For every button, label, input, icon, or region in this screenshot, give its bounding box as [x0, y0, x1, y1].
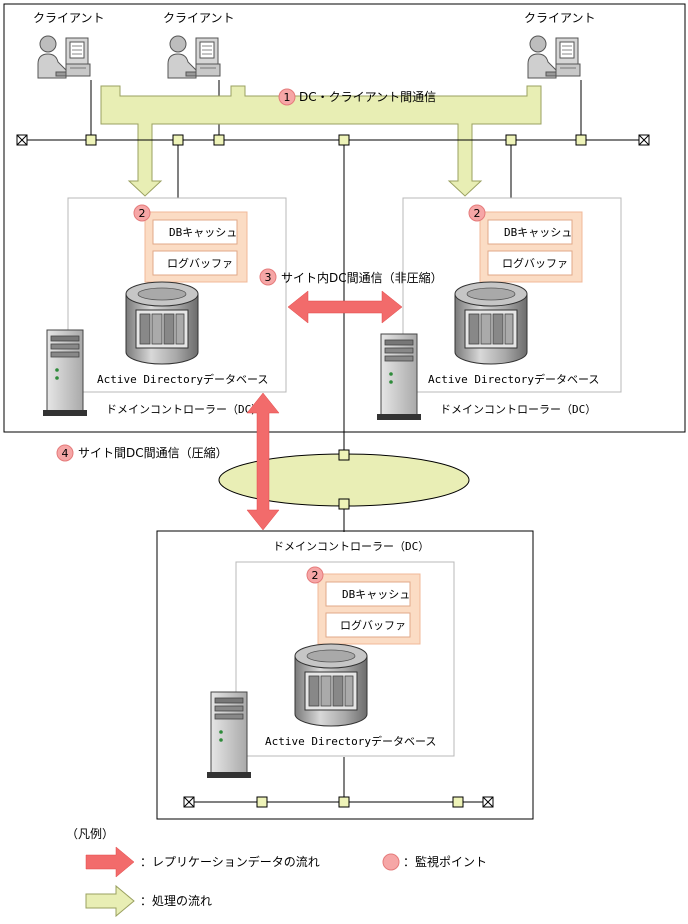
- log-buffer-label: ログバッファ: [340, 618, 406, 632]
- log-buffer-label: ログバッファ: [167, 256, 233, 270]
- client-workstation-icon: [167, 35, 221, 79]
- monitor-badge: [259, 268, 277, 286]
- db-cache-box: [152, 219, 238, 245]
- terminator-icon: [183, 796, 195, 808]
- svg-text:3: 3: [265, 271, 272, 284]
- lan-port: [172, 134, 184, 146]
- svg-text:2: 2: [312, 569, 319, 582]
- database-label: Active Directoryデータベース: [265, 734, 436, 748]
- controller-label: ドメインコントローラー（DC）: [273, 540, 429, 553]
- replication-arrow-legend-icon: [85, 846, 135, 878]
- flow-label-inter-site: サイト間DC間通信（圧縮）: [78, 445, 228, 460]
- client-1: クライアント: [33, 11, 105, 79]
- lan-port: [575, 134, 587, 146]
- server-icon: [42, 329, 88, 417]
- lan-port: [338, 498, 350, 510]
- client-workstation-icon: [37, 35, 91, 79]
- wan-cloud: [218, 453, 470, 507]
- legend-replication-label: ：レプリケーションデータの流れ: [140, 854, 320, 869]
- db-cache-box: [487, 219, 573, 245]
- replication-arrow-intra-site: [287, 290, 403, 324]
- log-buffer-box: [325, 612, 411, 638]
- legend-monitor-label: ：監視ポイント: [403, 854, 487, 869]
- replication-arrow-inter-site: [246, 392, 280, 531]
- client-label: クライアント: [524, 11, 596, 25]
- monitor-point-legend-icon: [382, 853, 400, 871]
- domain-controller-left: DBキャッシュ ログバッファ 2 Active Directoryデータベース …: [42, 197, 287, 417]
- monitor-badge: [306, 566, 324, 584]
- database-icon: [125, 281, 199, 365]
- server-icon: [206, 691, 252, 779]
- log-buffer-box: [487, 250, 573, 276]
- terminator-icon: [16, 134, 28, 146]
- flow-label-dc-client: DC・クライアント間通信: [299, 90, 436, 104]
- client-workstation-icon: [527, 35, 581, 79]
- process-flow-dc-client: [100, 85, 542, 197]
- terminator-icon: [482, 796, 494, 808]
- log-buffer-label: ログバッファ: [502, 256, 568, 270]
- lan-port: [85, 134, 97, 146]
- process-arrow-legend-icon: [85, 884, 135, 918]
- monitor-badge: [133, 204, 151, 222]
- lan-port: [452, 796, 464, 808]
- monitor-badge: [56, 444, 74, 462]
- svg-text:2: 2: [139, 207, 146, 220]
- db-cache-label: DBキャッシュ: [342, 588, 410, 601]
- client-label: クライアント: [163, 11, 235, 25]
- client-label: クライアント: [33, 11, 105, 25]
- server-icon: [376, 333, 422, 421]
- lan-port: [338, 796, 350, 808]
- lan-segment-top: [16, 134, 650, 455]
- flow-number: 1: [284, 91, 291, 104]
- process-arrow: [100, 85, 542, 197]
- legend: （凡例） ：レプリケーションデータの流れ ：監視ポイント ：処理の流れ: [66, 827, 487, 918]
- db-cache-label: DBキャッシュ: [169, 226, 237, 239]
- db-cache-label: DBキャッシュ: [504, 226, 572, 239]
- controller-label: ドメインコントローラー（DC）: [440, 403, 596, 416]
- lan-port: [505, 134, 517, 146]
- domain-controller-bottom: DBキャッシュ ログバッファ 2 Active Directoryデータベース: [206, 561, 455, 779]
- monitor-badge: [468, 204, 486, 222]
- monitor-badge: [278, 88, 296, 106]
- legend-process-label: ：処理の流れ: [140, 894, 212, 908]
- database-icon: [294, 643, 368, 727]
- log-buffer-box: [152, 250, 238, 276]
- database-label: Active Directoryデータベース: [97, 372, 268, 386]
- svg-text:2: 2: [474, 207, 481, 220]
- lan-port: [338, 449, 350, 461]
- database-label: Active Directoryデータベース: [428, 372, 599, 386]
- lan-segment-bottom: [183, 757, 494, 808]
- client-2: クライアント: [163, 11, 235, 79]
- legend-title: （凡例）: [66, 827, 114, 841]
- domain-controller-right: DBキャッシュ ログバッファ 2 Active Directoryデータベース …: [376, 197, 622, 421]
- terminator-icon: [638, 134, 650, 146]
- lan-port: [256, 796, 268, 808]
- site-boundary-remote: [156, 530, 534, 820]
- lan-port: [338, 134, 350, 146]
- db-cache-box: [325, 581, 411, 607]
- database-icon: [454, 281, 528, 365]
- controller-label: ドメインコントローラー（DC）: [106, 403, 262, 416]
- svg-text:4: 4: [62, 447, 69, 460]
- lan-port: [213, 134, 225, 146]
- client-3: クライアント: [524, 11, 596, 79]
- flow-label-intra-site: サイト内DC間通信（非圧縮）: [281, 270, 443, 285]
